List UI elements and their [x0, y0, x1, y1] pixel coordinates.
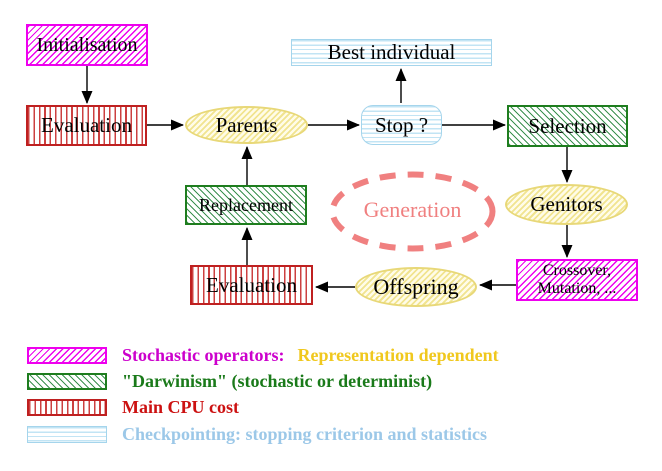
node-stop: Stop ? [361, 105, 442, 145]
legend-row-main-cpu-cost: Main CPU cost [27, 397, 239, 418]
node-best-individual: Best individual [291, 39, 492, 66]
legend-label-main-cpu-cost: Main CPU cost [122, 397, 239, 417]
node-crossover-mutation-label: Crossover, Mutation, ... [538, 262, 617, 299]
node-crossover-mutation: Crossover, Mutation, ... [516, 259, 638, 301]
node-initialisation-label: Initialisation [36, 33, 138, 56]
node-evaluation-bottom-label: Evaluation [206, 272, 297, 297]
node-selection: Selection [507, 105, 628, 147]
legend-label-representation-dependent: Representation dependent [297, 345, 499, 365]
arrows [81, 66, 573, 293]
legend-label-darwinism: "Darwinism" (stochastic or determinist) [122, 371, 433, 391]
crossover-line2: Mutation, ... [537, 280, 617, 297]
legend-row-checkpointing: Checkpointing: stopping criterion and st… [27, 424, 487, 445]
legend-label-stochastic-operators: Stochastic operators: [122, 345, 285, 365]
node-evaluation-top: Evaluation [26, 105, 147, 146]
node-genitors: Genitors [505, 184, 628, 225]
node-evaluation-top-label: Evaluation [41, 113, 132, 138]
node-selection-label: Selection [528, 113, 607, 138]
legend-label-checkpointing: Checkpointing: stopping criterion and st… [122, 424, 488, 444]
node-offspring-label: Offspring [373, 274, 459, 300]
node-stop-label: Stop ? [374, 112, 429, 137]
crossover-line1: Crossover, [542, 261, 612, 279]
node-evaluation-bottom: Evaluation [190, 265, 313, 305]
node-parents-label: Parents [215, 112, 278, 137]
generation-label: Generation [363, 197, 462, 222]
node-replacement: Replacement [185, 185, 307, 225]
node-offspring: Offspring [355, 267, 477, 307]
node-initialisation: Initialisation [26, 24, 148, 66]
legend-swatch-magenta-hatch [27, 347, 107, 364]
node-replacement-label: Replacement [199, 194, 293, 215]
node-parents: Parents [185, 106, 308, 144]
node-genitors-label: Genitors [530, 192, 603, 217]
legend-row-stochastic-operators: Stochastic operators: Representation dep… [27, 345, 499, 366]
legend-row-darwinism: "Darwinism" (stochastic or determinist) [27, 371, 432, 392]
legend-swatch-red-stripes [27, 399, 107, 416]
legend-swatch-green-hatch [27, 373, 107, 390]
legend-swatch-cyan-stripes [27, 426, 107, 443]
node-best-individual-label: Best individual [327, 40, 456, 65]
